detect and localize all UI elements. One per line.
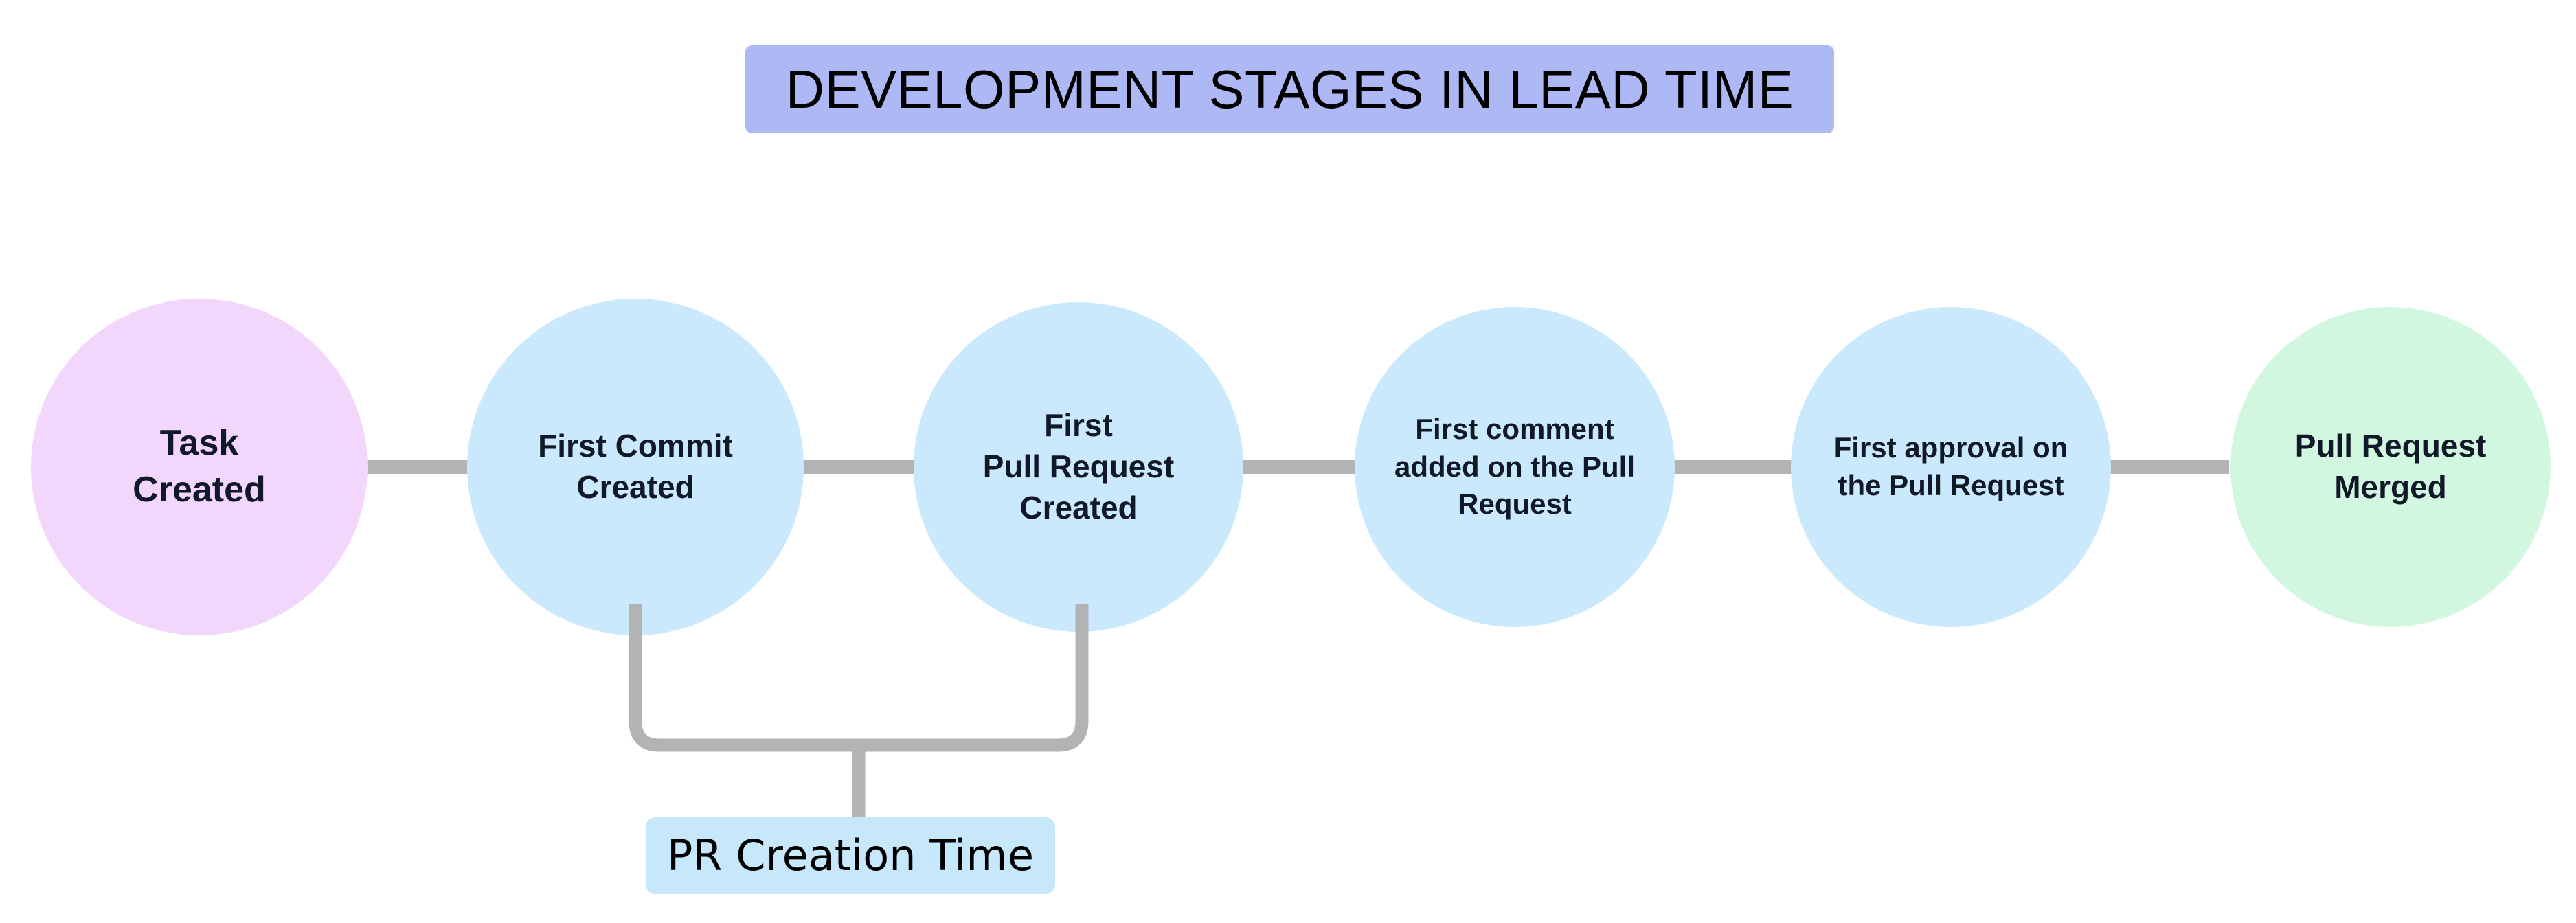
stage-node-first-comment-added[interactable]: First comment added on the Pull Request	[1355, 307, 1675, 627]
stage-label-first-comment-added: First comment added on the Pull Request	[1394, 413, 1635, 521]
pr-creation-time-label-box[interactable]: PR Creation Time	[646, 817, 1055, 894]
stage-label-task-created: Task Created	[133, 423, 266, 510]
stage-label-first-pull-request-created: First Pull Request Created	[982, 407, 1175, 525]
connector-first-pr-to-first-comment	[1236, 460, 1357, 474]
stage-label-first-approval: First approval on the Pull Request	[1833, 431, 2068, 501]
stage-node-task-created[interactable]: Task Created	[31, 299, 368, 635]
stage-node-pull-request-merged[interactable]: Pull Request Merged	[2230, 307, 2551, 627]
connector-first-commit-to-first-pr	[797, 460, 914, 474]
pr-creation-time-bracket	[629, 604, 1089, 823]
stage-node-first-pull-request-created[interactable]: First Pull Request Created	[914, 302, 1243, 632]
stage-label-first-commit-created: First Commit Created	[538, 428, 733, 505]
connector-task-to-first-commit	[357, 460, 474, 474]
bracket-path	[629, 604, 1089, 752]
stage-node-first-approval[interactable]: First approval on the Pull Request	[1791, 307, 2111, 627]
page-title: DEVELOPMENT STAGES IN LEAD TIME	[785, 59, 1794, 119]
stage-label-pull-request-merged: Pull Request Merged	[2294, 428, 2487, 505]
connector-first-comment-to-first-approval	[1669, 460, 1793, 474]
connector-first-approval-to-merged	[2105, 460, 2229, 474]
pr-creation-time-label: PR Creation Time	[667, 830, 1034, 880]
stage-node-first-commit-created[interactable]: First Commit Created	[467, 299, 804, 635]
diagram-title-banner: DEVELOPMENT STAGES IN LEAD TIME	[745, 45, 1834, 133]
